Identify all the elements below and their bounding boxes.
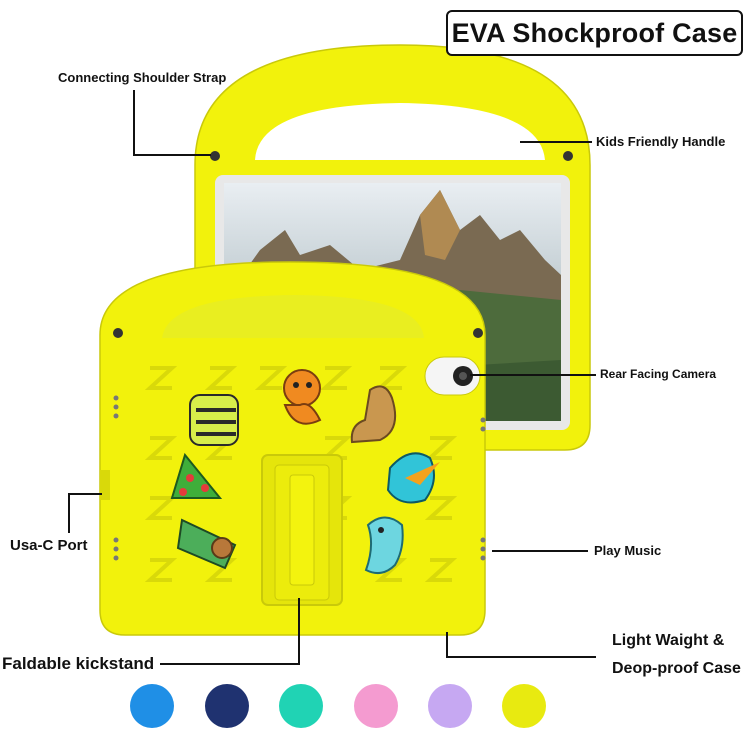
leader-line bbox=[160, 663, 300, 665]
leader-line bbox=[446, 656, 596, 658]
page-title: EVA Shockproof Case bbox=[451, 17, 738, 48]
callout-play-music: Play Music bbox=[594, 543, 662, 558]
color-swatch-lavender[interactable] bbox=[428, 684, 472, 728]
sticker-bird bbox=[386, 452, 440, 504]
color-swatch-sky-blue[interactable] bbox=[130, 684, 174, 728]
title-banner: EVA Shockproof Case bbox=[446, 10, 743, 56]
sticker-kangaroo bbox=[350, 385, 396, 444]
leader-line bbox=[68, 493, 102, 495]
callout-light-weight-line1: Light Waight & bbox=[612, 632, 725, 649]
color-swatch-teal[interactable] bbox=[279, 684, 323, 728]
sticker-tree bbox=[170, 452, 223, 499]
leader-line bbox=[133, 90, 135, 156]
sticker-tiger bbox=[189, 394, 239, 446]
leader-line bbox=[133, 154, 211, 156]
leader-line bbox=[446, 632, 448, 658]
sticker-music-horn bbox=[176, 518, 237, 570]
callout-shoulder-strap: Connecting Shoulder Strap bbox=[58, 70, 227, 85]
sticker-fox bbox=[283, 369, 322, 425]
callout-camera: Rear Facing Camera bbox=[600, 367, 717, 381]
callout-light-weight-line2: Deop-proof Case bbox=[612, 660, 741, 677]
callout-handle: Kids Friendly Handle bbox=[596, 134, 726, 149]
leader-line bbox=[470, 374, 596, 376]
color-swatch-navy[interactable] bbox=[205, 684, 249, 728]
color-swatch-yellow[interactable] bbox=[502, 684, 546, 728]
leader-line bbox=[492, 550, 588, 552]
color-swatch-pink[interactable] bbox=[354, 684, 398, 728]
callout-kickstand: Faldable kickstand bbox=[2, 654, 155, 673]
callout-usb-port: Usa-C Port bbox=[10, 537, 88, 554]
sticker-elephant bbox=[364, 516, 404, 575]
leader-line bbox=[520, 141, 592, 143]
front-case bbox=[99, 261, 486, 636]
leader-line bbox=[68, 493, 70, 533]
leader-line bbox=[298, 598, 300, 664]
